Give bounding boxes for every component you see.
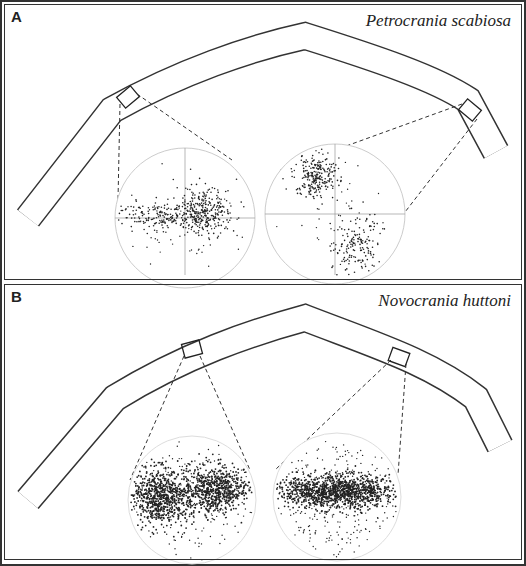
panel-letter: B xyxy=(11,288,22,305)
species-name: Petrocrania scabiosa xyxy=(366,11,511,31)
sample-square xyxy=(459,99,482,121)
stereonet-circle xyxy=(128,433,401,564)
sample-square xyxy=(388,347,410,366)
figure-panel: A Petrocrania scabiosa xyxy=(4,4,522,280)
panel-letter: A xyxy=(11,8,22,25)
species-name: Novocrania huttoni xyxy=(378,291,511,311)
sample-square xyxy=(181,340,202,358)
shell-outline xyxy=(28,318,500,500)
scatter-dots xyxy=(118,148,397,560)
shell-outline xyxy=(28,36,496,218)
shell-fill xyxy=(28,36,496,218)
shell-fill xyxy=(28,318,500,500)
crosshair xyxy=(115,144,405,275)
stereonet-circle xyxy=(115,144,405,288)
figure-panel: B Novocrania huttoni xyxy=(4,284,522,560)
